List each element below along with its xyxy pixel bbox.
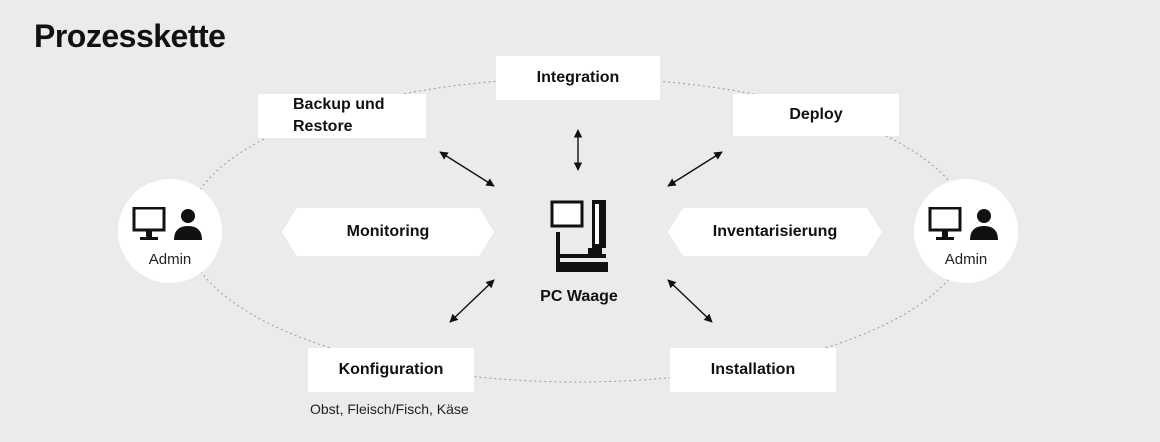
person-icon <box>970 209 998 240</box>
scale-terminal-icon <box>550 200 608 272</box>
admin-icons-left <box>132 207 202 240</box>
node-monitoring-label: Monitoring <box>346 223 430 240</box>
admin-node-left: Admin <box>118 179 222 283</box>
monitor-icon <box>132 207 166 240</box>
node-installation: Installation <box>670 348 836 392</box>
arrow-backup-restore <box>439 151 495 187</box>
node-backup-restore-label: Backup und Restore <box>293 96 385 135</box>
node-integration-label: Integration <box>536 69 620 86</box>
monitor-icon <box>928 207 962 240</box>
node-deploy: Deploy <box>733 94 899 136</box>
node-backup-restore: Backup und Restore <box>258 94 426 138</box>
node-konfiguration: Konfiguration <box>308 348 474 392</box>
admin-label-right: Admin <box>944 251 988 268</box>
node-inventarisierung-label: Inventarisierung <box>712 223 838 240</box>
center-label: PC Waage <box>540 288 618 305</box>
node-integration: Integration <box>496 56 660 100</box>
node-konfiguration-label: Konfiguration <box>338 361 444 378</box>
node-inventarisierung: Inventarisierung <box>668 208 882 256</box>
node-monitoring: Monitoring <box>282 208 494 256</box>
admin-icons-right <box>928 207 998 240</box>
page-title: Prozesskette <box>34 18 226 54</box>
arrow-konfiguration <box>449 279 495 323</box>
admin-label-left: Admin <box>148 251 192 268</box>
node-installation-label: Installation <box>710 361 796 378</box>
arrow-installation <box>667 279 713 323</box>
arrow-deploy <box>667 151 723 187</box>
konfiguration-note: Obst, Fleisch/Fisch, Käse <box>310 401 469 417</box>
node-deploy-label: Deploy <box>789 106 843 123</box>
admin-node-right: Admin <box>914 179 1018 283</box>
person-icon <box>174 209 202 240</box>
